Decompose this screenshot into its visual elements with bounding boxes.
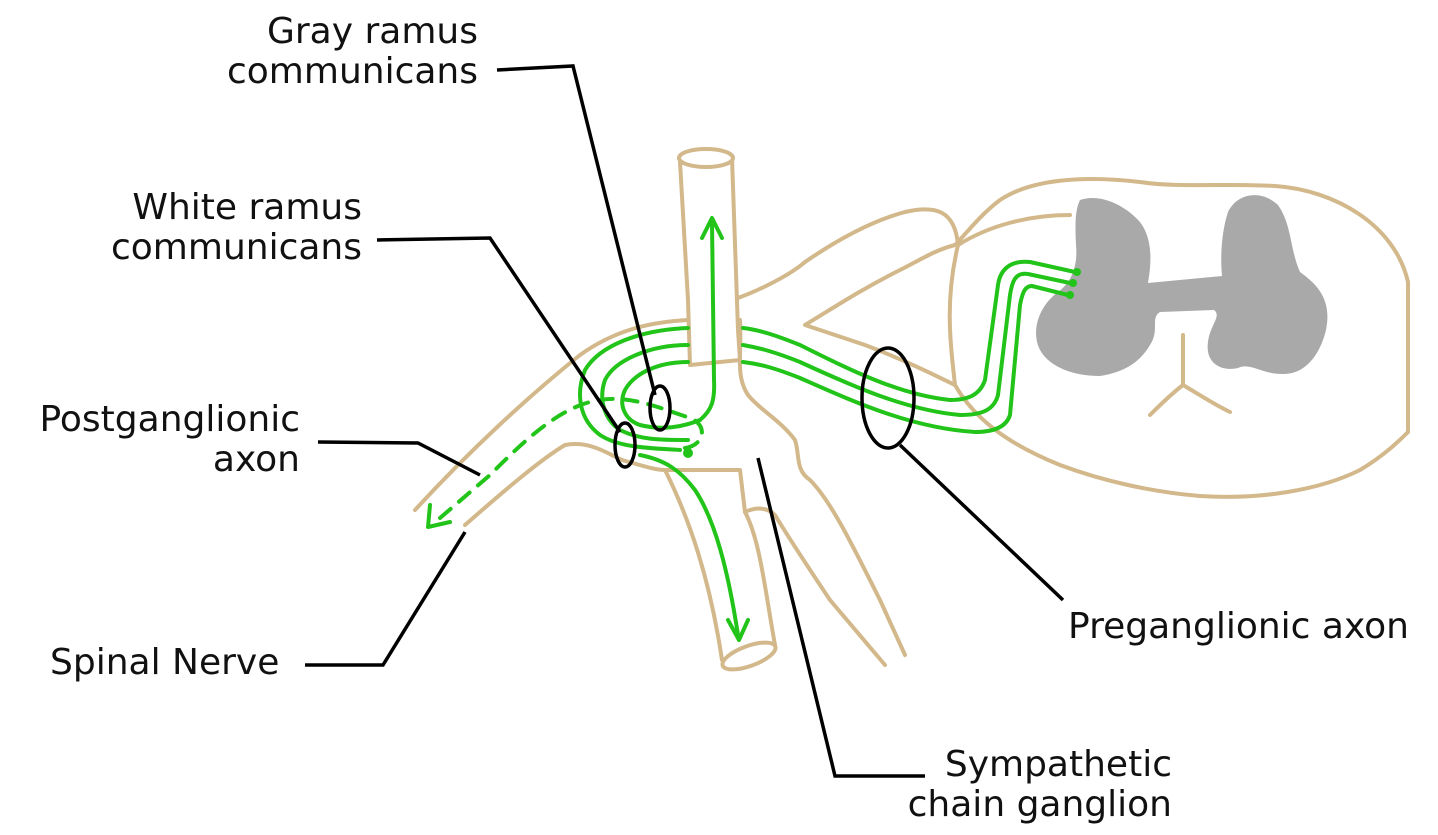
ganglion-outline [737, 318, 907, 657]
postganglionic-synapse-dot [683, 448, 693, 458]
synapse-dot-3 [1066, 291, 1074, 299]
descending-arrowhead [726, 618, 750, 642]
preganglionic-ring [860, 346, 916, 450]
axons [426, 216, 1081, 642]
trunk-top-cut [677, 147, 735, 169]
trunk-upper [678, 149, 742, 367]
leader-postganglionic [317, 440, 481, 477]
label-preganglionic: Preganglionic axon [1068, 607, 1409, 647]
cord-lateral-edge [947, 243, 960, 387]
postganglionic-axon [438, 396, 704, 520]
label-gray-ramus-line1: Gray ramus [266, 11, 478, 52]
label-spinal-nerve-line1: Spinal Nerve [50, 642, 280, 683]
median-fissure [1148, 333, 1185, 417]
postganglionic-arrowhead [426, 503, 452, 529]
trunk-lower [663, 468, 777, 662]
ascending-arrowhead [700, 216, 724, 240]
dorsal-root-outline [956, 213, 1072, 247]
ganglion-branch-left [743, 506, 887, 667]
leader-spinal-nerve [305, 531, 467, 667]
leader-sympathetic [756, 457, 925, 778]
white-ramus-ring [613, 421, 637, 469]
sympathetic-trunk [663, 147, 778, 672]
preganglionic-axon-2 [741, 271, 1072, 417]
spinal-cord-outline [803, 177, 1410, 499]
trunk-bottom-cut [720, 640, 778, 672]
leader-white-ramus [376, 236, 622, 433]
preganglionic-axon-1 [741, 259, 1077, 402]
label-sympathetic-line2: chain ganglion [907, 784, 1172, 825]
synapse-dot-1 [1073, 268, 1081, 276]
descending-axon [638, 453, 740, 637]
preganglionic-axon-3 [741, 284, 1070, 434]
label-white-ramus: White ramus communicans [111, 188, 362, 268]
label-preganglionic-line1: Preganglionic axon [1068, 606, 1409, 647]
label-spinal-nerve: Spinal Nerve [50, 643, 279, 683]
label-postganglionic-line2: axon [212, 439, 300, 480]
label-gray-ramus-line2: communicans [226, 51, 478, 92]
ascending-axon [698, 220, 717, 422]
leader-gray-ramus [496, 64, 657, 396]
white-ramus-axon-3 [620, 360, 702, 430]
label-postganglionic-line1: Postganglionic [39, 399, 300, 440]
spinal-nerve-upper [413, 318, 690, 512]
label-gray-ramus: Gray ramus communicans [227, 12, 478, 92]
label-sympathetic-line1: Sympathetic [944, 744, 1172, 785]
label-white-ramus-line2: communicans [110, 227, 362, 268]
gray-ramus-ring [648, 384, 672, 432]
label-postganglionic: Postganglionic axon [39, 400, 300, 480]
gray-matter [1036, 195, 1328, 376]
label-white-ramus-line1: White ramus [132, 187, 362, 228]
synapse-dot-2 [1069, 279, 1077, 287]
spinal-nerve-lower [463, 442, 667, 527]
label-sympathetic: Sympathetic chain ganglion [908, 745, 1172, 825]
spinal-cord [803, 177, 1410, 499]
leader-preganglionic [898, 443, 1065, 602]
median-fissure-right [1181, 383, 1232, 414]
ramus-to-cord-upper [736, 207, 960, 300]
